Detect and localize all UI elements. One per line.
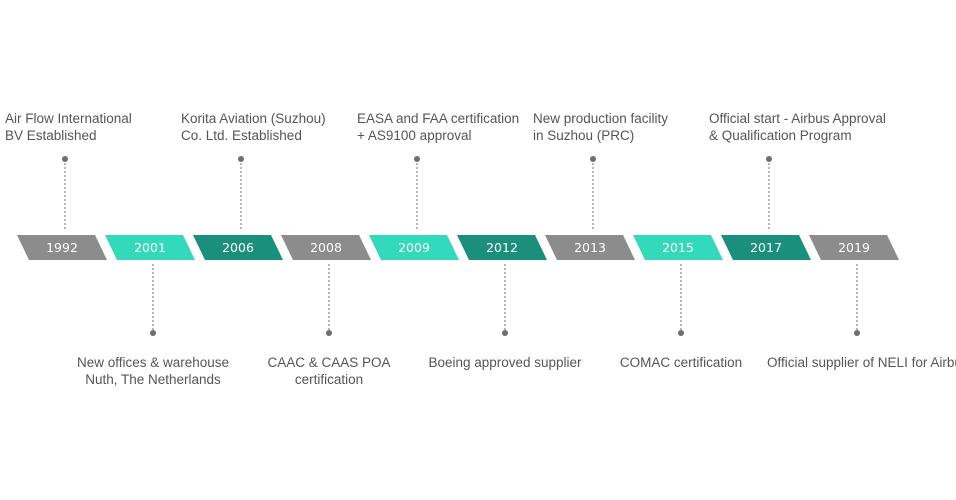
- timeline-year-1992: 1992: [46, 240, 78, 255]
- milestone-label-line: Boeing approved supplier: [428, 355, 582, 370]
- timeline-segment-2017: [721, 235, 811, 260]
- milestone-label-line: Official start - Airbus Approval: [709, 111, 886, 126]
- timeline-segment-1992: [17, 235, 107, 260]
- timeline-year-2019: 2019: [838, 240, 870, 255]
- timeline-segment-2012: [457, 235, 547, 260]
- milestone-label-line: certification: [294, 372, 364, 387]
- connector-dot-2019: [854, 330, 860, 336]
- milestone-label-2006: Korita Aviation (Suzhou) Co. Ltd. Establi…: [181, 110, 351, 144]
- milestone-label-line: Nuth, The Netherlands: [85, 372, 221, 387]
- connector-dot-2009: [414, 156, 420, 162]
- milestone-label-line: + AS9100 approval: [357, 128, 472, 143]
- timeline-year-2012: 2012: [486, 240, 518, 255]
- milestone-label-2008: CAAC & CAAS POA certification: [244, 354, 414, 388]
- connector-dot-2017: [766, 156, 772, 162]
- milestone-label-line: in Suzhou (PRC): [533, 128, 635, 143]
- milestone-label-line: New production facility: [533, 111, 669, 126]
- milestone-label-2013: New production facility in Suzhou (PRC): [533, 110, 703, 144]
- timeline-year-2015: 2015: [662, 240, 694, 255]
- milestone-label-line: Co. Ltd. Established: [181, 128, 302, 143]
- connector-dot-2001: [150, 330, 156, 336]
- milestone-label-line: Korita Aviation (Suzhou): [181, 111, 326, 126]
- milestone-label-2012: Boeing approved supplier: [420, 354, 590, 371]
- timeline-segment-2001: [105, 235, 195, 260]
- timeline-year-2013: 2013: [574, 240, 606, 255]
- milestone-label-line: Air Flow International: [5, 111, 132, 126]
- timeline-year-2017: 2017: [750, 240, 782, 255]
- connector-dot-2012: [502, 330, 508, 336]
- connector-dot-2008: [326, 330, 332, 336]
- timeline-year-2001: 2001: [134, 240, 166, 255]
- milestone-label-2017: Official start - Airbus Approval & Qualif…: [709, 110, 886, 144]
- connector-dot-1992: [62, 156, 68, 162]
- milestone-label-line: CAAC & CAAS POA: [267, 355, 391, 370]
- milestone-label-1992: Air Flow International BV Established: [5, 110, 175, 144]
- connector-dot-2013: [590, 156, 596, 162]
- milestone-label-2009: EASA and FAA certification + AS9100 appro…: [357, 110, 527, 144]
- milestone-label-line: & Qualification Program: [709, 128, 852, 143]
- connector-dot-2006: [238, 156, 244, 162]
- timeline-segment-2008: [281, 235, 371, 260]
- timeline-year-2008: 2008: [310, 240, 342, 255]
- connector-dot-2015: [678, 330, 684, 336]
- milestone-label-2015: COMAC certification: [596, 354, 766, 371]
- milestone-label-2019: Official supplier of NELI for Airbus: [767, 354, 956, 371]
- timeline-segment-2009: [369, 235, 459, 260]
- timeline-segment-2019: [809, 235, 899, 260]
- timeline-segment-2013: [545, 235, 635, 260]
- timeline-segment-2015: [633, 235, 723, 260]
- timeline-segment-2006: [193, 235, 283, 260]
- timeline-year-2009: 2009: [398, 240, 430, 255]
- timeline-year-2006: 2006: [222, 240, 254, 255]
- milestone-label-line: EASA and FAA certification: [357, 111, 520, 126]
- milestone-label-line: Official supplier of NELI for Airbus: [767, 355, 956, 370]
- milestone-label-line: New offices & warehouse: [76, 355, 230, 370]
- milestone-label-line: BV Established: [5, 128, 97, 143]
- milestone-label-line: COMAC certification: [619, 355, 743, 370]
